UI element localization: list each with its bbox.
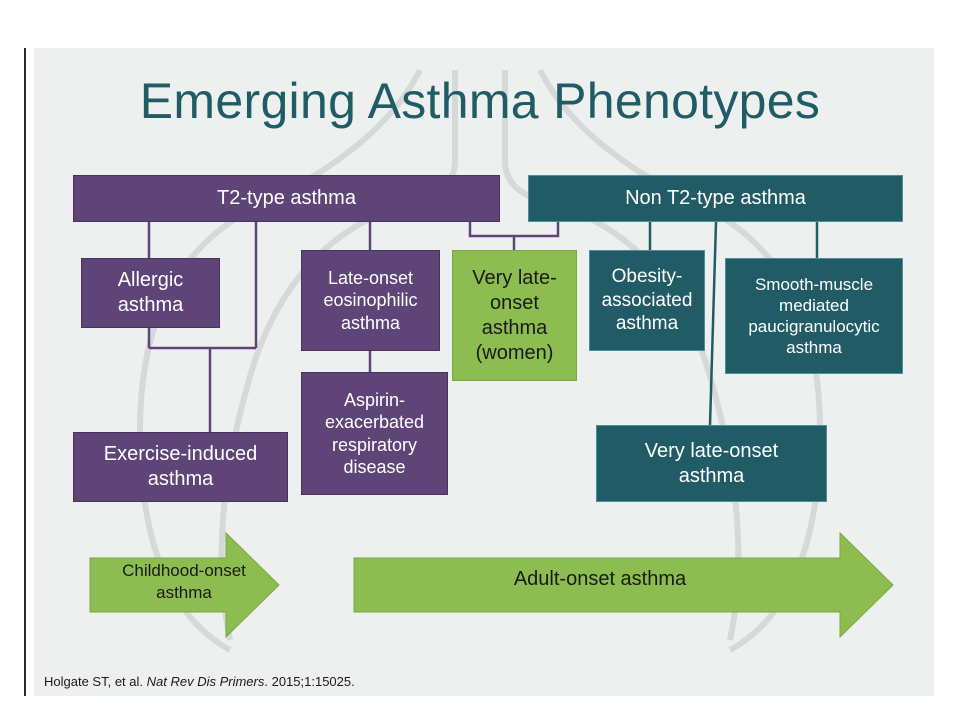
allergic-asthma-box: Allergic asthma bbox=[81, 258, 220, 328]
aspirin-exacerbated-box: Aspirin-exacerbated respiratory disease bbox=[301, 372, 448, 495]
very-late-onset-box: Very late-onset asthma bbox=[596, 425, 827, 502]
obesity-associated-box: Obesity-associated asthma bbox=[589, 250, 705, 351]
adult-onset-arrow bbox=[353, 531, 894, 639]
very-late-onset-women-box: Very late-onset asthma (women) bbox=[452, 250, 577, 381]
citation-authors: Holgate ST, et al. bbox=[44, 674, 143, 689]
citation: Holgate ST, et al. Nat Rev Dis Primers. … bbox=[44, 674, 355, 689]
left-rule bbox=[24, 48, 26, 696]
late-onset-eosinophilic-box: Late-onset eosinophilic asthma bbox=[301, 250, 440, 351]
t2-type-header: T2-type asthma bbox=[73, 175, 500, 222]
childhood-onset-arrow bbox=[89, 531, 280, 639]
non-t2-type-header: Non T2-type asthma bbox=[528, 175, 903, 222]
citation-details: . 2015;1:15025. bbox=[264, 674, 355, 689]
exercise-induced-asthma-box: Exercise-induced asthma bbox=[73, 432, 288, 502]
childhood-onset-label: Childhood-onset asthma bbox=[122, 561, 246, 603]
page-title: Emerging Asthma Phenotypes bbox=[139, 73, 821, 129]
smooth-muscle-box: Smooth-muscle mediated paucigranulocytic… bbox=[725, 258, 903, 374]
adult-onset-label: Adult-onset asthma bbox=[513, 568, 687, 590]
citation-journal: Nat Rev Dis Primers bbox=[146, 674, 265, 689]
